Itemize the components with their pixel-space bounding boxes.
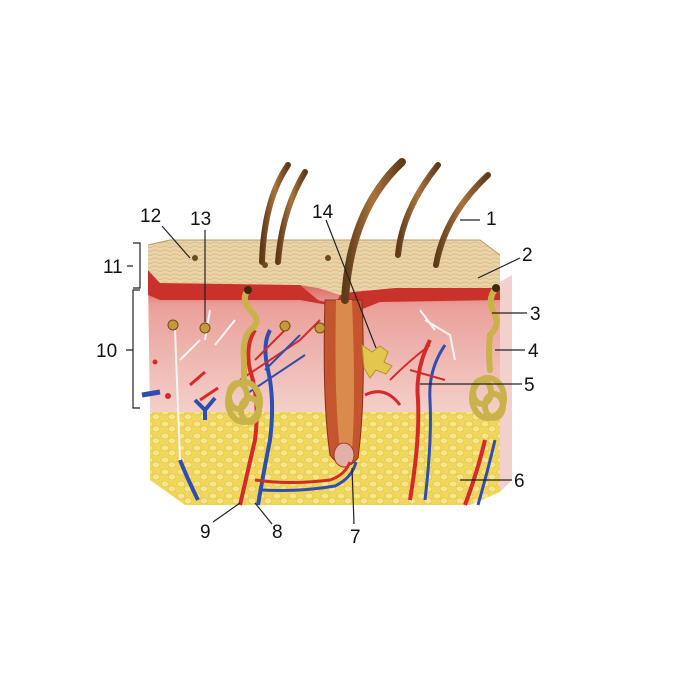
hair-shaft-3: [341, 158, 406, 304]
leader-lines: [126, 219, 527, 525]
hair-shaft-4: [395, 162, 441, 258]
label-10: 10: [96, 341, 118, 362]
label-7: 7: [350, 527, 361, 548]
label-2: 2: [522, 245, 533, 266]
hair-shaft-2: [275, 169, 308, 265]
sweat-gland-coil-right: [469, 375, 507, 421]
hypodermis-layer: [150, 410, 500, 505]
sebaceous-gland: [361, 343, 393, 379]
sweat-duct-right: [486, 285, 500, 373]
hair-shaft-1: [259, 162, 291, 265]
central-hair-follicle: [323, 299, 364, 468]
epidermis-basal-layer: [148, 270, 500, 330]
sweat-glands: [225, 284, 507, 425]
blood-vessels: [141, 319, 497, 506]
label-9: 9: [200, 522, 211, 543]
label-14: 14: [312, 202, 334, 223]
small-follicles: [167, 255, 331, 334]
label-11: 11: [103, 257, 123, 278]
label-1: 1: [486, 209, 497, 230]
label-8: 8: [272, 522, 283, 543]
label-3: 3: [530, 304, 541, 325]
label-6: 6: [514, 471, 525, 492]
hair-shaft-5: [433, 172, 491, 268]
sweat-gland-coil-left: [225, 379, 263, 425]
hair-shafts: [259, 158, 491, 304]
sweat-duct-left: [240, 287, 260, 383]
label-5: 5: [524, 375, 535, 396]
epidermis-surface: [148, 240, 500, 295]
label-12: 12: [140, 206, 162, 227]
nerve-fibers: [174, 309, 456, 461]
label-4: 4: [528, 341, 539, 362]
label-13: 13: [190, 209, 212, 230]
